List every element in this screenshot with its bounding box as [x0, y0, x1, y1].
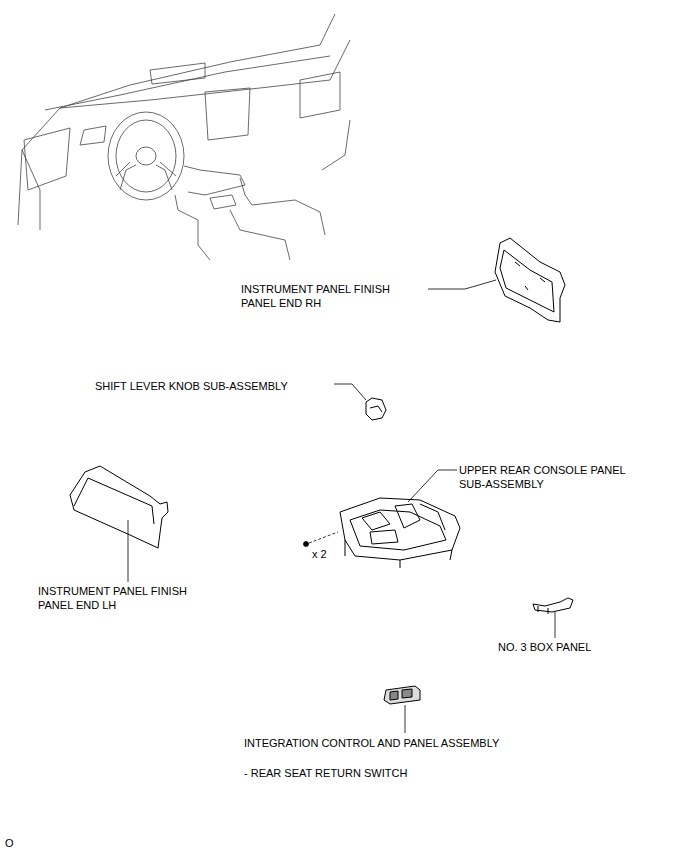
part-name: INSTRUMENT PANEL FINISH PANEL END RH	[241, 282, 406, 310]
console-panel	[340, 498, 460, 568]
part-name: INSTRUMENT PANEL FINISH PANEL END LH	[38, 584, 208, 612]
panel-end-rh	[495, 238, 565, 322]
part-name: SHIFT LEVER KNOB SUB-ASSEMBLY	[95, 379, 335, 393]
shift-knob	[366, 398, 386, 420]
quantity-label: x 2	[312, 547, 342, 561]
part-name: - REAR SEAT RETURN SWITCH	[244, 766, 464, 780]
dashboard-sketch	[18, 14, 350, 260]
screw-symbol	[304, 532, 339, 547]
part-name: UPPER REAR CONSOLE PANEL SUB-ASSEMBLY	[459, 463, 637, 491]
panel-end-lh	[70, 466, 168, 548]
leader-lines	[128, 280, 555, 733]
box-panel	[533, 598, 573, 614]
switch-panel	[384, 686, 420, 704]
part-name: INTEGRATION CONTROL AND PANEL ASSEMBLY	[244, 736, 544, 750]
part-name: NO. 3 BOX PANEL	[498, 640, 638, 654]
page-mark: O	[5, 836, 25, 850]
